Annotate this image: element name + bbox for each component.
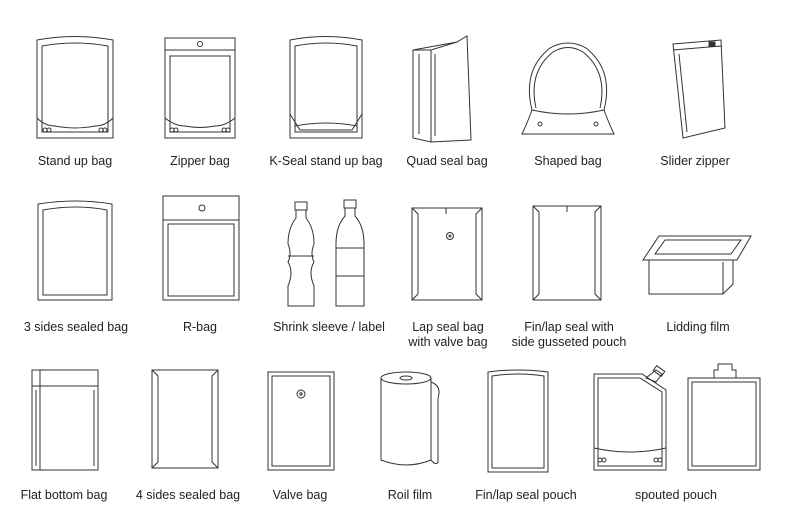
spouted-pouch-icon <box>586 356 766 476</box>
side-gusseted-pouch-label-line1: Fin/lap seal with <box>505 320 633 335</box>
side-gusseted-pouch-label-line2: side gusseted pouch <box>505 335 633 350</box>
k-seal-stand-up-bag-icon <box>266 30 386 145</box>
stand-up-bag-icon <box>25 30 125 145</box>
shaped-bag-label: Shaped bag <box>518 154 618 169</box>
cell-k-seal-bag: K-Seal stand up bag <box>266 30 386 170</box>
flat-bottom-bag-icon <box>14 364 114 476</box>
cell-slider-zipper: Slider zipper <box>645 30 745 170</box>
cell-side-gusseted-pouch: Fin/lap seal with side gusseted pouch <box>505 196 633 351</box>
shrink-sleeve-bottles-icon <box>266 196 392 308</box>
side-gusseted-pouch-icon <box>505 196 633 306</box>
fin-lap-seal-pouch-icon <box>468 364 584 476</box>
four-sides-sealed-label: 4 sides sealed bag <box>130 488 246 503</box>
cell-three-sides-sealed: 3 sides sealed bag <box>16 196 136 351</box>
roll-film-icon <box>362 364 458 476</box>
r-bag-label: R-bag <box>150 320 250 335</box>
shaped-bag-icon <box>518 30 618 145</box>
cell-stand-up-bag: Stand up bag <box>25 30 125 170</box>
cell-four-sides-sealed: 4 sides sealed bag <box>130 364 246 514</box>
cell-fin-lap-seal-pouch: Fin/lap seal pouch <box>468 364 584 514</box>
three-sides-sealed-bag-icon <box>16 196 136 306</box>
four-sides-sealed-bag-icon <box>130 364 246 476</box>
lap-seal-valve-bag-icon <box>396 196 500 306</box>
lap-seal-valve-label-line2: with valve bag <box>396 335 500 350</box>
cell-spouted-pouch: spouted pouch <box>586 356 766 514</box>
slider-zipper-label: Slider zipper <box>645 154 745 169</box>
valve-bag-icon <box>250 364 350 476</box>
cell-shrink-sleeve: Shrink sleeve / label <box>266 196 392 351</box>
slider-zipper-icon <box>645 30 745 145</box>
lidding-film-tray-icon <box>641 196 755 306</box>
r-bag-icon <box>150 196 250 306</box>
k-seal-label: K-Seal stand up bag <box>266 154 386 169</box>
cell-zipper-bag: Zipper bag <box>150 30 250 170</box>
cell-flat-bottom-bag: Flat bottom bag <box>14 364 114 514</box>
three-sides-sealed-label: 3 sides sealed bag <box>16 320 136 335</box>
quad-seal-bag-label: Quad seal bag <box>397 154 497 169</box>
stand-up-bag-label: Stand up bag <box>25 154 125 169</box>
quad-seal-bag-icon <box>397 30 497 145</box>
cell-lidding-film: Lidding film <box>641 196 755 351</box>
spouted-pouch-label: spouted pouch <box>586 488 766 503</box>
flat-bottom-bag-label: Flat bottom bag <box>14 488 114 503</box>
cell-valve-bag: Valve bag <box>250 364 350 514</box>
lap-seal-valve-label: Lap seal bag with valve bag <box>396 320 500 350</box>
lidding-film-label: Lidding film <box>641 320 755 335</box>
cell-r-bag: R-bag <box>150 196 250 351</box>
side-gusseted-pouch-label: Fin/lap seal with side gusseted pouch <box>505 320 633 350</box>
shrink-sleeve-label: Shrink sleeve / label <box>266 320 392 335</box>
lap-seal-valve-label-line1: Lap seal bag <box>396 320 500 335</box>
cell-shaped-bag: Shaped bag <box>518 30 618 170</box>
zipper-bag-icon <box>150 30 250 145</box>
roll-film-label: Roil film <box>362 488 458 503</box>
zipper-bag-label: Zipper bag <box>150 154 250 169</box>
fin-lap-seal-pouch-label: Fin/lap seal pouch <box>468 488 584 503</box>
cell-roll-film: Roil film <box>362 364 458 514</box>
cell-quad-seal-bag: Quad seal bag <box>397 30 497 170</box>
cell-lap-seal-valve: Lap seal bag with valve bag <box>396 196 500 351</box>
valve-bag-label: Valve bag <box>250 488 350 503</box>
